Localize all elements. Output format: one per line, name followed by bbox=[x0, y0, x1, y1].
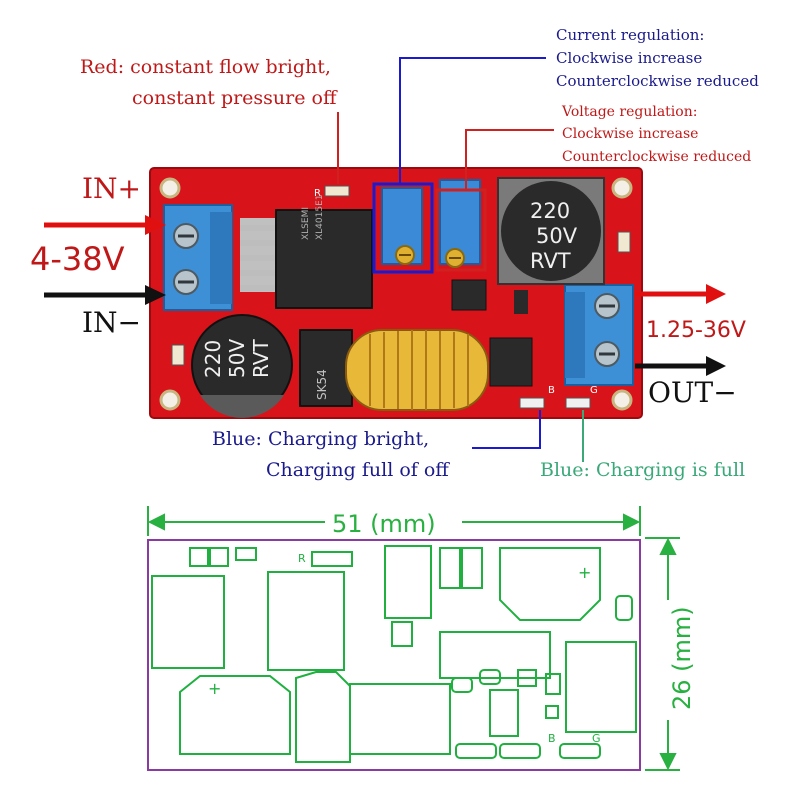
current-potentiometer bbox=[381, 187, 423, 265]
voltage-callout-box bbox=[435, 188, 487, 272]
red-led-note-line2: constant pressure off bbox=[132, 87, 337, 109]
footprint-outline bbox=[147, 539, 641, 771]
out-minus-arrow bbox=[635, 356, 726, 376]
blue-led-full bbox=[565, 397, 591, 409]
voltage-reg-line2: Counterclockwise reduced bbox=[562, 149, 752, 165]
capacitor-right: 220 50V RVT bbox=[497, 177, 605, 285]
input-terminal-block bbox=[163, 204, 233, 311]
schottky-diode: SK54 bbox=[299, 329, 353, 407]
footprint-plus-top: + bbox=[578, 563, 591, 582]
small-smd-1 bbox=[514, 290, 528, 314]
mounting-holes bbox=[159, 177, 633, 411]
chip-text-line1: XL4015E1 bbox=[315, 195, 325, 241]
blue-led-charging bbox=[519, 397, 545, 409]
in-minus-label: IN− bbox=[82, 306, 142, 339]
mount-hole-bl bbox=[159, 389, 181, 411]
mount-hole-tr bbox=[611, 177, 633, 199]
width-dimension-label: 51 (mm) bbox=[332, 510, 436, 538]
out-plus-arrow bbox=[635, 284, 726, 304]
red-led-smd bbox=[324, 185, 350, 197]
footprint-b-label: B bbox=[548, 732, 556, 745]
small-ic-1 bbox=[489, 337, 533, 387]
cap-left-l3: RVT bbox=[249, 339, 273, 378]
mount-hole-tl bbox=[159, 177, 181, 199]
out-minus-label: OUT− bbox=[648, 376, 737, 409]
in-plus-label: IN+ bbox=[82, 172, 142, 205]
in-minus-arrow bbox=[44, 285, 166, 305]
chip-text-line2: XLSEMI bbox=[301, 207, 311, 240]
cap-right-l1: 220 bbox=[530, 199, 570, 223]
blue-charging-line2: Charging full of off bbox=[266, 459, 449, 481]
small-ic-2 bbox=[451, 279, 487, 311]
current-leader bbox=[399, 57, 546, 184]
current-reg-title: Current regulation: bbox=[556, 26, 705, 44]
diode-text: SK54 bbox=[315, 369, 329, 400]
cap-left-l2: 50V bbox=[225, 339, 249, 378]
voltage-reg-title: Voltage regulation: bbox=[562, 104, 698, 120]
small-smd-3 bbox=[171, 344, 185, 366]
mount-hole-br bbox=[611, 389, 633, 411]
silk-b-photo: B bbox=[548, 385, 555, 396]
blue-charging-line1: Blue: Charging bright, bbox=[212, 428, 430, 450]
regulator-chip: XL4015E1 XLSEMI bbox=[240, 195, 373, 309]
small-smd-2 bbox=[617, 231, 631, 253]
input-voltage-range: 4-38V bbox=[30, 240, 125, 278]
voltage-reg-line1: Clockwise increase bbox=[562, 126, 699, 142]
voltage-potentiometer bbox=[439, 179, 481, 268]
height-dimension-label: 26 (mm) bbox=[668, 606, 696, 710]
output-voltage-range: 1.25-36V bbox=[646, 318, 746, 343]
inductor bbox=[345, 329, 489, 411]
current-callout-box bbox=[372, 182, 434, 274]
blue-full-note: Blue: Charging is full bbox=[540, 459, 746, 481]
width-dimension bbox=[147, 506, 641, 536]
footprint-parts bbox=[151, 545, 637, 763]
silk-g-photo: G bbox=[590, 385, 598, 396]
current-reg-line2: Counterclockwise reduced bbox=[556, 72, 759, 90]
in-plus-arrow bbox=[44, 215, 166, 235]
cap-right-l2: 50V bbox=[536, 224, 578, 248]
height-dimension bbox=[645, 537, 680, 771]
footprint-r-label: R bbox=[298, 552, 306, 565]
capacitor-left: 220 50V RVT bbox=[191, 314, 293, 418]
cap-right-l3: RVT bbox=[530, 249, 571, 273]
current-reg-line1: Clockwise increase bbox=[556, 49, 703, 67]
footprint-g-label: G bbox=[592, 732, 601, 745]
voltage-leader bbox=[465, 129, 554, 190]
cap-left-l1: 220 bbox=[201, 340, 225, 378]
silk-r-photo: R bbox=[314, 188, 321, 199]
blue-charging-leader bbox=[472, 410, 541, 449]
output-terminal-block bbox=[564, 284, 634, 386]
footprint-plus-bottom: + bbox=[208, 679, 221, 698]
red-led-note-line1: Red: constant flow bright, bbox=[80, 56, 331, 78]
